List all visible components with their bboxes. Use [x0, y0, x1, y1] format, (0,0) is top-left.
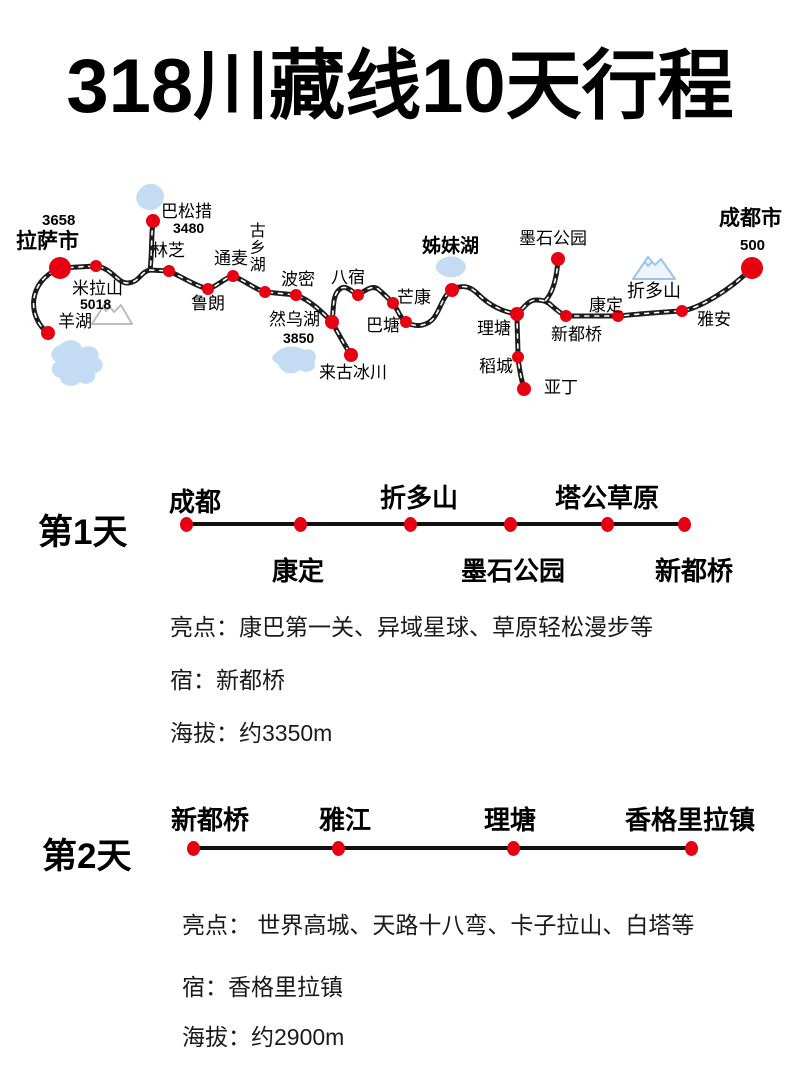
- day-2-stop-shangrila-town: 香格里拉镇: [624, 805, 756, 835]
- day-1-stop-chengdu: 成都: [168, 487, 222, 517]
- guxiang-dot: [259, 286, 271, 298]
- map-label-mangkang: 芒康: [397, 288, 431, 307]
- day-2-stop-dot: [332, 841, 345, 856]
- lulang-dot: [202, 283, 214, 295]
- litang-dot: [510, 307, 524, 321]
- lhasa-dot: [49, 257, 71, 279]
- day-1-stop-moshi-park: 墨石公园: [460, 556, 566, 586]
- daocheng-dot: [512, 351, 524, 363]
- lhasa-elevation: 3658: [42, 212, 76, 229]
- day-1-stop-tagong-grassland: 塔公草原: [554, 483, 660, 513]
- moshi-dot: [551, 252, 565, 266]
- day-1-highlights: 亮点：康巴第一关、异域星球、草原轻松漫步等: [170, 614, 653, 640]
- chengdu-elevation: 500: [740, 237, 766, 254]
- map-label-lulang: 鲁朗: [191, 294, 225, 313]
- map-label-mila: 米拉山: [72, 279, 123, 298]
- basum-dot: [146, 214, 160, 228]
- chengdu-dot: [741, 257, 763, 279]
- map-label-basum: 巴松措: [161, 202, 212, 221]
- day-2-stop-dot: [507, 841, 520, 856]
- map-label-daocheng: 稻城: [479, 357, 513, 376]
- basu-dot: [352, 289, 364, 301]
- day-2-altitude: 海拔：约2900m: [182, 1024, 345, 1050]
- tongmai-dot: [227, 270, 239, 282]
- map-label-basu: 八宿: [331, 268, 365, 287]
- map-label-guxiang: 古乡湖: [246, 222, 264, 273]
- zheduo-mountain-icon: [632, 256, 676, 280]
- map-label-ranwu: 然乌湖: [269, 310, 320, 329]
- day-1-stop-xinduqiao: 新都桥: [654, 556, 734, 586]
- yamdrok-dot: [41, 326, 55, 340]
- day-2-stop-dot: [685, 841, 698, 856]
- day-2-highlights: 亮点： 世界高城、天路十八弯、卡子拉山、白塔等: [182, 912, 695, 938]
- xinduqiao-dot: [560, 310, 572, 322]
- mila-mountain-icon: [91, 301, 133, 325]
- ranwu-dot: [325, 315, 339, 329]
- page-title: 318川藏线10天行程: [66, 44, 734, 129]
- route-map-graphic: [31, 183, 763, 396]
- day-1-stop-dot: [404, 517, 417, 532]
- map-label-xinduqiao: 新都桥: [551, 325, 602, 344]
- mangkang-dot: [387, 297, 399, 309]
- map-label-yamdrok: 羊湖: [58, 312, 92, 331]
- yaan-dot: [676, 305, 688, 317]
- ranwu-elevation: 3850: [283, 330, 315, 346]
- day-1-route-line: [186, 522, 684, 526]
- map-label-bomi: 波密: [281, 270, 315, 289]
- map-label-kangding: 康定: [589, 296, 623, 315]
- linzhi-dot: [163, 265, 175, 277]
- day-2-stop-yajiang: 雅江: [318, 805, 372, 835]
- map-stop-dots: [41, 214, 763, 396]
- day-1-stop-dot: [678, 517, 691, 532]
- laigu-dot: [344, 348, 358, 362]
- sisters-dot: [445, 283, 459, 297]
- day-2-stop-litang: 理塘: [483, 805, 537, 835]
- bomi-dot: [290, 289, 302, 301]
- day-1-label: 第1天: [38, 513, 128, 552]
- day-1-stop-dot: [601, 517, 614, 532]
- map-label-laigu: 来古冰川: [319, 363, 387, 382]
- day-1-stop-dot: [504, 517, 517, 532]
- yamdrok-lake-icon: [51, 340, 103, 386]
- kangding-dot: [612, 310, 624, 322]
- map-label-zheduo: 折多山: [627, 281, 681, 301]
- map-label-sisters: 姊妹湖: [422, 236, 480, 257]
- ranwu-lake-icon: [272, 346, 316, 374]
- day-2-stay: 宿：香格里拉镇: [182, 974, 343, 1000]
- day-1-stay: 宿：新都桥: [170, 667, 285, 693]
- basum-lake-icon: [136, 183, 164, 211]
- day-1-stop-zheduoshan: 折多山: [379, 483, 459, 513]
- map-label-chengdu: 成都市: [719, 207, 782, 230]
- batang-dot: [400, 316, 412, 328]
- day-1-altitude: 海拔：约3350m: [170, 720, 333, 746]
- day-1-stop-dot: [180, 517, 193, 532]
- map-label-batang: 巴塘: [366, 316, 400, 335]
- day-2-label: 第2天: [42, 837, 132, 876]
- map-label-tongmai: 通麦: [214, 249, 248, 268]
- day-2-route-line: [193, 846, 691, 850]
- map-label-yading: 亚丁: [544, 378, 578, 397]
- map-label-moshi: 墨石公园: [519, 229, 587, 248]
- map-label-linzhi: 林芝: [151, 241, 185, 260]
- day-2-stop-xinduqiao: 新都桥: [170, 805, 250, 835]
- sisters-lake-icon: [435, 256, 466, 278]
- map-label-litang: 理塘: [477, 319, 511, 338]
- mila-elevation: 5018: [80, 296, 112, 312]
- day-1-stop-kangding: 康定: [271, 556, 325, 586]
- lake-icons: [51, 183, 466, 386]
- map-label-yaan: 雅安: [697, 310, 731, 329]
- basum-elevation: 3480: [173, 220, 205, 236]
- day-1-stop-dot: [294, 517, 307, 532]
- yading-dot: [517, 382, 531, 396]
- waypoint-dot: [90, 260, 102, 272]
- map-label-lhasa: 拉萨市: [16, 230, 79, 253]
- day-2-stop-dot: [187, 841, 200, 856]
